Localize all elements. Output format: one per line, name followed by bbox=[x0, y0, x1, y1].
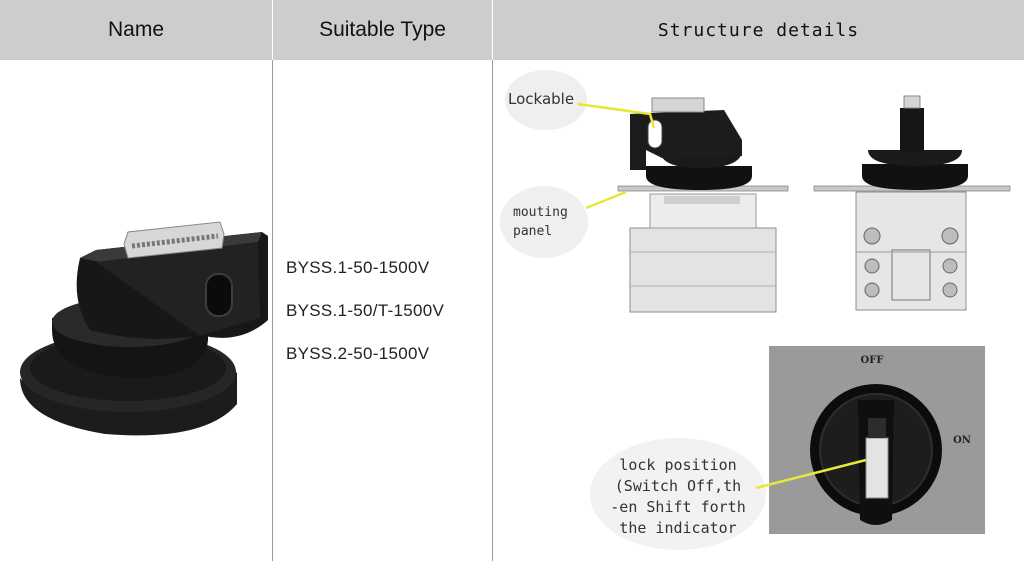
callout-lock-line: -en Shift forth bbox=[610, 498, 746, 516]
callout-lock-line: the indicator bbox=[619, 519, 737, 537]
header-divider bbox=[492, 0, 493, 60]
dial-off-label: OFF bbox=[861, 355, 884, 366]
type-item: BYSS.1-50/T-1500V bbox=[286, 301, 445, 320]
header-divider bbox=[272, 0, 273, 60]
column-divider bbox=[492, 0, 493, 561]
callout-bubble bbox=[500, 186, 588, 258]
callout-line bbox=[755, 458, 867, 490]
switch-side-view-left bbox=[617, 97, 789, 313]
header-structure-details: Structure details bbox=[657, 19, 860, 41]
dial-on-label: ON bbox=[953, 435, 971, 446]
type-item: BYSS.1-50-1500V bbox=[286, 258, 430, 277]
callout-lock-line: lock position bbox=[619, 456, 737, 474]
callout-bubble bbox=[590, 438, 766, 550]
callout-lock-line: (Switch Off,th bbox=[614, 477, 742, 495]
switch-front-panel bbox=[769, 346, 985, 534]
suitable-type-list: BYSS.1-50-1500V BYSS.1-50/T-1500V BYSS.2… bbox=[286, 258, 444, 387]
callout-bubble bbox=[505, 70, 587, 130]
callout-panel-line2: panel bbox=[513, 224, 553, 239]
header-suitable-type: Suitable Type bbox=[319, 18, 446, 41]
header-name: Name bbox=[107, 18, 165, 41]
callout-lockable: Lockable bbox=[508, 90, 575, 108]
column-divider bbox=[272, 0, 273, 561]
type-item: BYSS.2-50-1500V bbox=[286, 344, 430, 363]
callout-panel-line1: mouting bbox=[513, 205, 568, 220]
callout-lock-position: lock position (Switch Off,th -en Shift f… bbox=[610, 455, 746, 539]
callout-line bbox=[577, 102, 656, 129]
callout-line bbox=[585, 190, 627, 210]
switch-side-view-right bbox=[813, 95, 1011, 311]
handle-product-image bbox=[20, 221, 269, 436]
table-header-row bbox=[0, 0, 1024, 60]
